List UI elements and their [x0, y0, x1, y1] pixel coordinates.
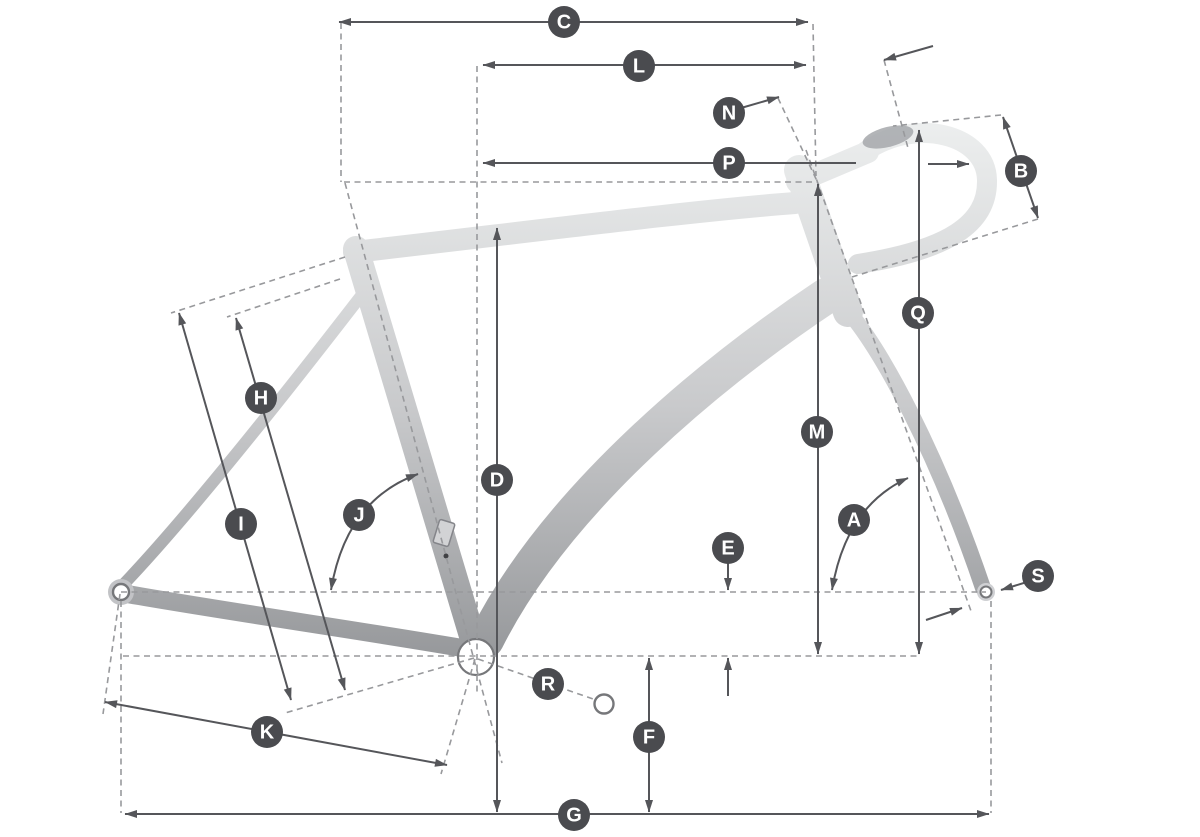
- label-letter-A: A: [847, 510, 861, 532]
- label-circle-L: [623, 50, 655, 82]
- label-letter-G: G: [566, 805, 582, 827]
- dimension-label-M: M: [801, 416, 833, 448]
- construction-b-bottom-projection: [851, 218, 1039, 278]
- pointer-arrow-N-left: [740, 96, 780, 109]
- pointer-arrow-fork-rake: [925, 607, 963, 621]
- dimension-label-P: P: [713, 147, 745, 179]
- label-letter-F: F: [643, 727, 655, 749]
- angle-arc-A: [830, 477, 909, 591]
- dimension-label-D: D: [481, 464, 513, 496]
- construction-k-projection-rear: [102, 593, 121, 715]
- label-circle-G: [558, 799, 590, 831]
- label-circle-H: [245, 382, 277, 414]
- label-letter-C: C: [557, 12, 571, 34]
- frame-head-tube: [784, 155, 863, 327]
- dimension-label-J: J: [343, 499, 375, 531]
- dimension-label-S: S: [1022, 560, 1054, 592]
- label-letter-J: J: [353, 505, 364, 527]
- frame-fork: [837, 300, 991, 596]
- label-circle-P: [713, 147, 745, 179]
- dimension-lines-layer: [104, 18, 1039, 818]
- angle-arc-J: [329, 473, 419, 591]
- dimension-line-I: [178, 312, 292, 701]
- frame-chain-stay: [118, 585, 477, 658]
- dimension-label-H: H: [245, 382, 277, 414]
- construction-stem-projection-right: [883, 59, 909, 149]
- construction-h-top-projection: [226, 278, 341, 318]
- mount-bolt-dot: [443, 553, 449, 559]
- dimension-label-N: N: [713, 97, 745, 129]
- label-letter-E: E: [721, 538, 734, 560]
- dimension-line-H: [235, 317, 346, 691]
- label-letter-R: R: [541, 674, 556, 696]
- frame-stem: [786, 141, 879, 193]
- label-circle-D: [481, 464, 513, 496]
- frame-seat-tube: [343, 236, 491, 669]
- dimension-label-L: L: [623, 50, 655, 82]
- label-circle-J: [343, 499, 375, 531]
- construction-lines-layer: [102, 23, 1039, 813]
- dimension-label-B: B: [1005, 155, 1037, 187]
- pointer-arrow-S: [1000, 581, 1028, 591]
- dimension-label-Q: Q: [902, 297, 934, 329]
- label-letter-I: I: [238, 514, 244, 536]
- dimension-label-K: K: [251, 716, 283, 748]
- label-circle-A: [838, 504, 870, 536]
- construction-stem-projection-left: [777, 97, 818, 182]
- dimension-labels-layer: A B C D E F G H I J K L M N P Q R S: [225, 6, 1054, 831]
- construction-k-projection-bb: [440, 658, 476, 775]
- dimension-label-G: G: [558, 799, 590, 831]
- frame-top-tube: [343, 192, 806, 263]
- bike-frame-artwork: [108, 123, 998, 669]
- label-letter-Q: Q: [910, 303, 926, 325]
- label-letter-S: S: [1031, 566, 1044, 588]
- dimension-label-A: A: [838, 504, 870, 536]
- label-circle-N: [713, 97, 745, 129]
- label-circle-Q: [902, 297, 934, 329]
- label-circle-F: [633, 721, 665, 753]
- label-letter-L: L: [633, 56, 645, 78]
- label-circle-R: [532, 668, 564, 700]
- label-letter-B: B: [1014, 161, 1028, 183]
- label-circle-S: [1022, 560, 1054, 592]
- frame-down-tube: [468, 278, 844, 658]
- construction-seat-tube-axis: [344, 182, 503, 764]
- label-circle-B: [1005, 155, 1037, 187]
- frame-seat-stay: [115, 286, 370, 593]
- dimension-label-F: F: [633, 721, 665, 753]
- label-circle-M: [801, 416, 833, 448]
- construction-hi-projection-bb: [284, 657, 475, 714]
- construction-steering-axis: [805, 149, 972, 612]
- dimension-label-R: R: [532, 668, 564, 700]
- brake-hood: [862, 125, 914, 149]
- label-circle-E: [712, 532, 744, 564]
- label-circle-I: [225, 508, 257, 540]
- label-letter-H: H: [254, 388, 268, 410]
- hub-pedal-spindle: [593, 693, 615, 715]
- frame-handlebar: [848, 123, 998, 274]
- label-letter-M: M: [809, 422, 826, 444]
- pointer-arrow-N-right: [883, 45, 934, 61]
- dimension-label-I: I: [225, 508, 257, 540]
- construction-b-top-projection: [892, 114, 1002, 127]
- construction-i-top-projection: [170, 256, 346, 314]
- label-letter-D: D: [490, 470, 504, 492]
- dimension-label-E: E: [712, 532, 744, 564]
- derailleur-mount: [432, 518, 456, 548]
- label-letter-K: K: [260, 722, 275, 744]
- construction-cl-right-extension: [812, 23, 817, 177]
- dimension-label-C: C: [548, 6, 580, 38]
- label-circle-K: [251, 716, 283, 748]
- label-letter-P: P: [722, 153, 735, 175]
- hub-bottom-bracket: [456, 637, 496, 677]
- label-letter-N: N: [722, 103, 736, 125]
- label-circle-C: [548, 6, 580, 38]
